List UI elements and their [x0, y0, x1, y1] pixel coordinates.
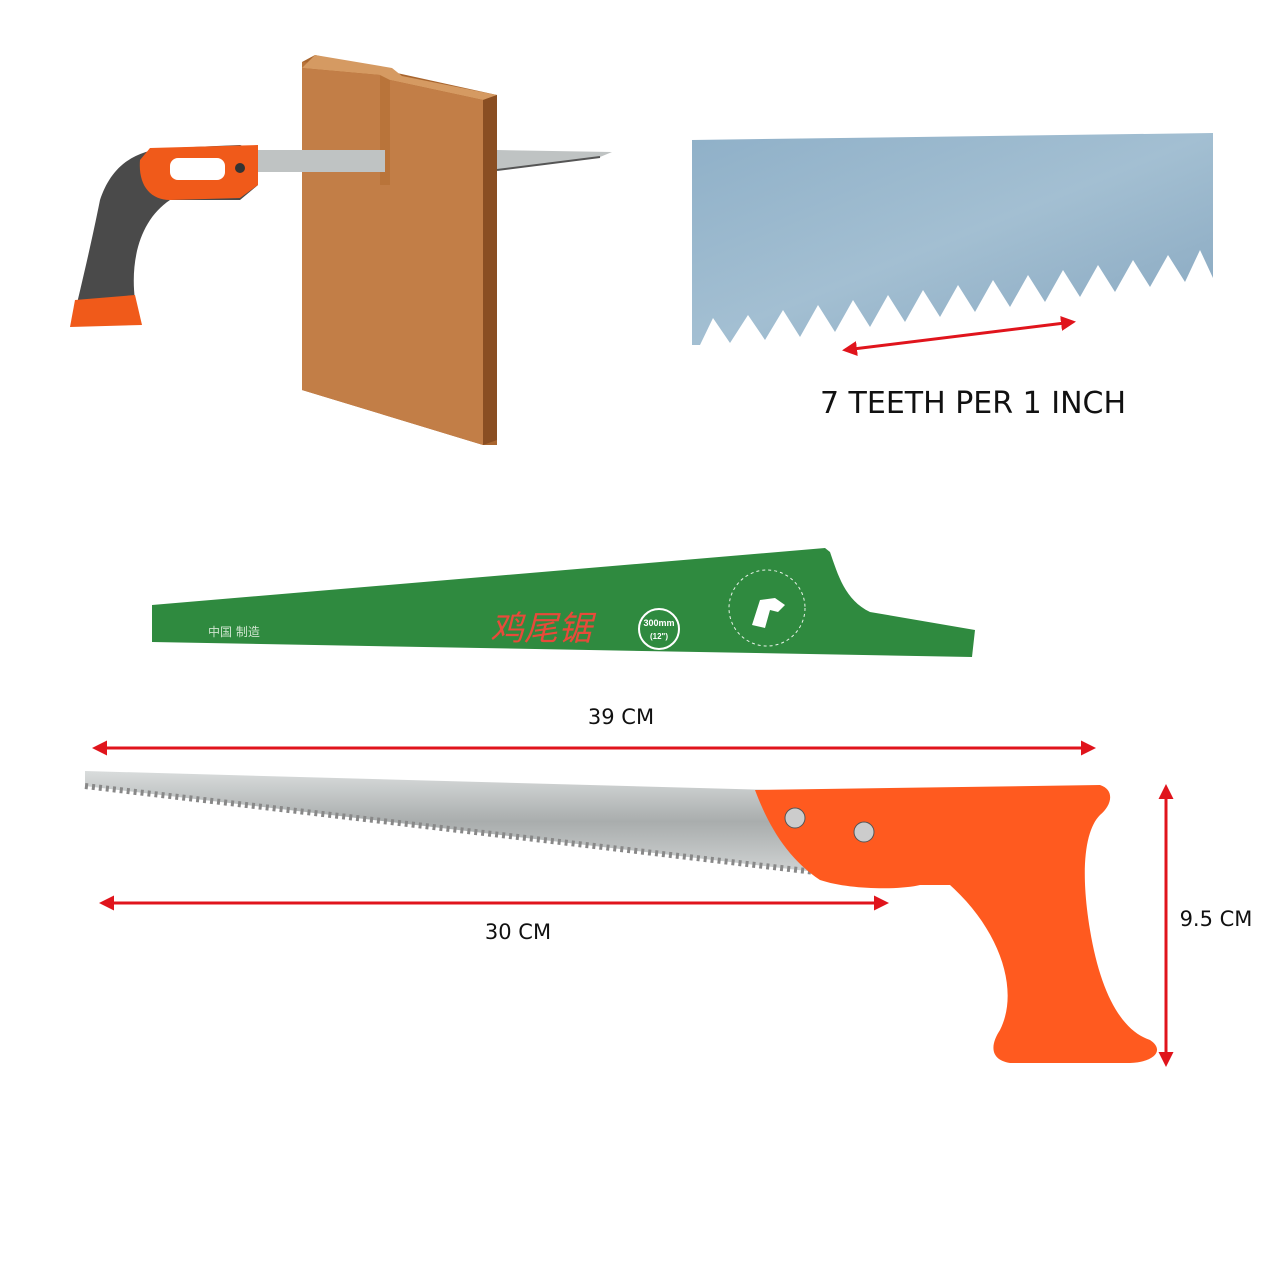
blade-length-label: 30 CM — [484, 920, 552, 944]
teeth-closeup-photo — [692, 133, 1213, 356]
total-length-label: 39 CM — [587, 705, 655, 729]
saw-in-wood-illustration — [70, 55, 612, 445]
handle-height-label: 9.5 CM — [1179, 907, 1253, 931]
sheath-size-in: (12") — [650, 632, 668, 641]
sheath-title: 鸡尾锯 — [490, 609, 597, 649]
horse-logo — [728, 569, 806, 647]
sheath-made-in: 中国 制造 — [208, 624, 260, 639]
sheath-size-mm: 300mm — [643, 618, 674, 628]
tooth-pitch-arrow — [842, 316, 1076, 356]
blade-sheath: 鸡尾锯 中国 制造 300mm (12") — [152, 548, 975, 657]
keyhole-saw — [84, 771, 1158, 1063]
teeth-per-inch-caption: 7 TEETH PER 1 INCH — [819, 386, 1127, 421]
saw-handle — [755, 785, 1158, 1063]
